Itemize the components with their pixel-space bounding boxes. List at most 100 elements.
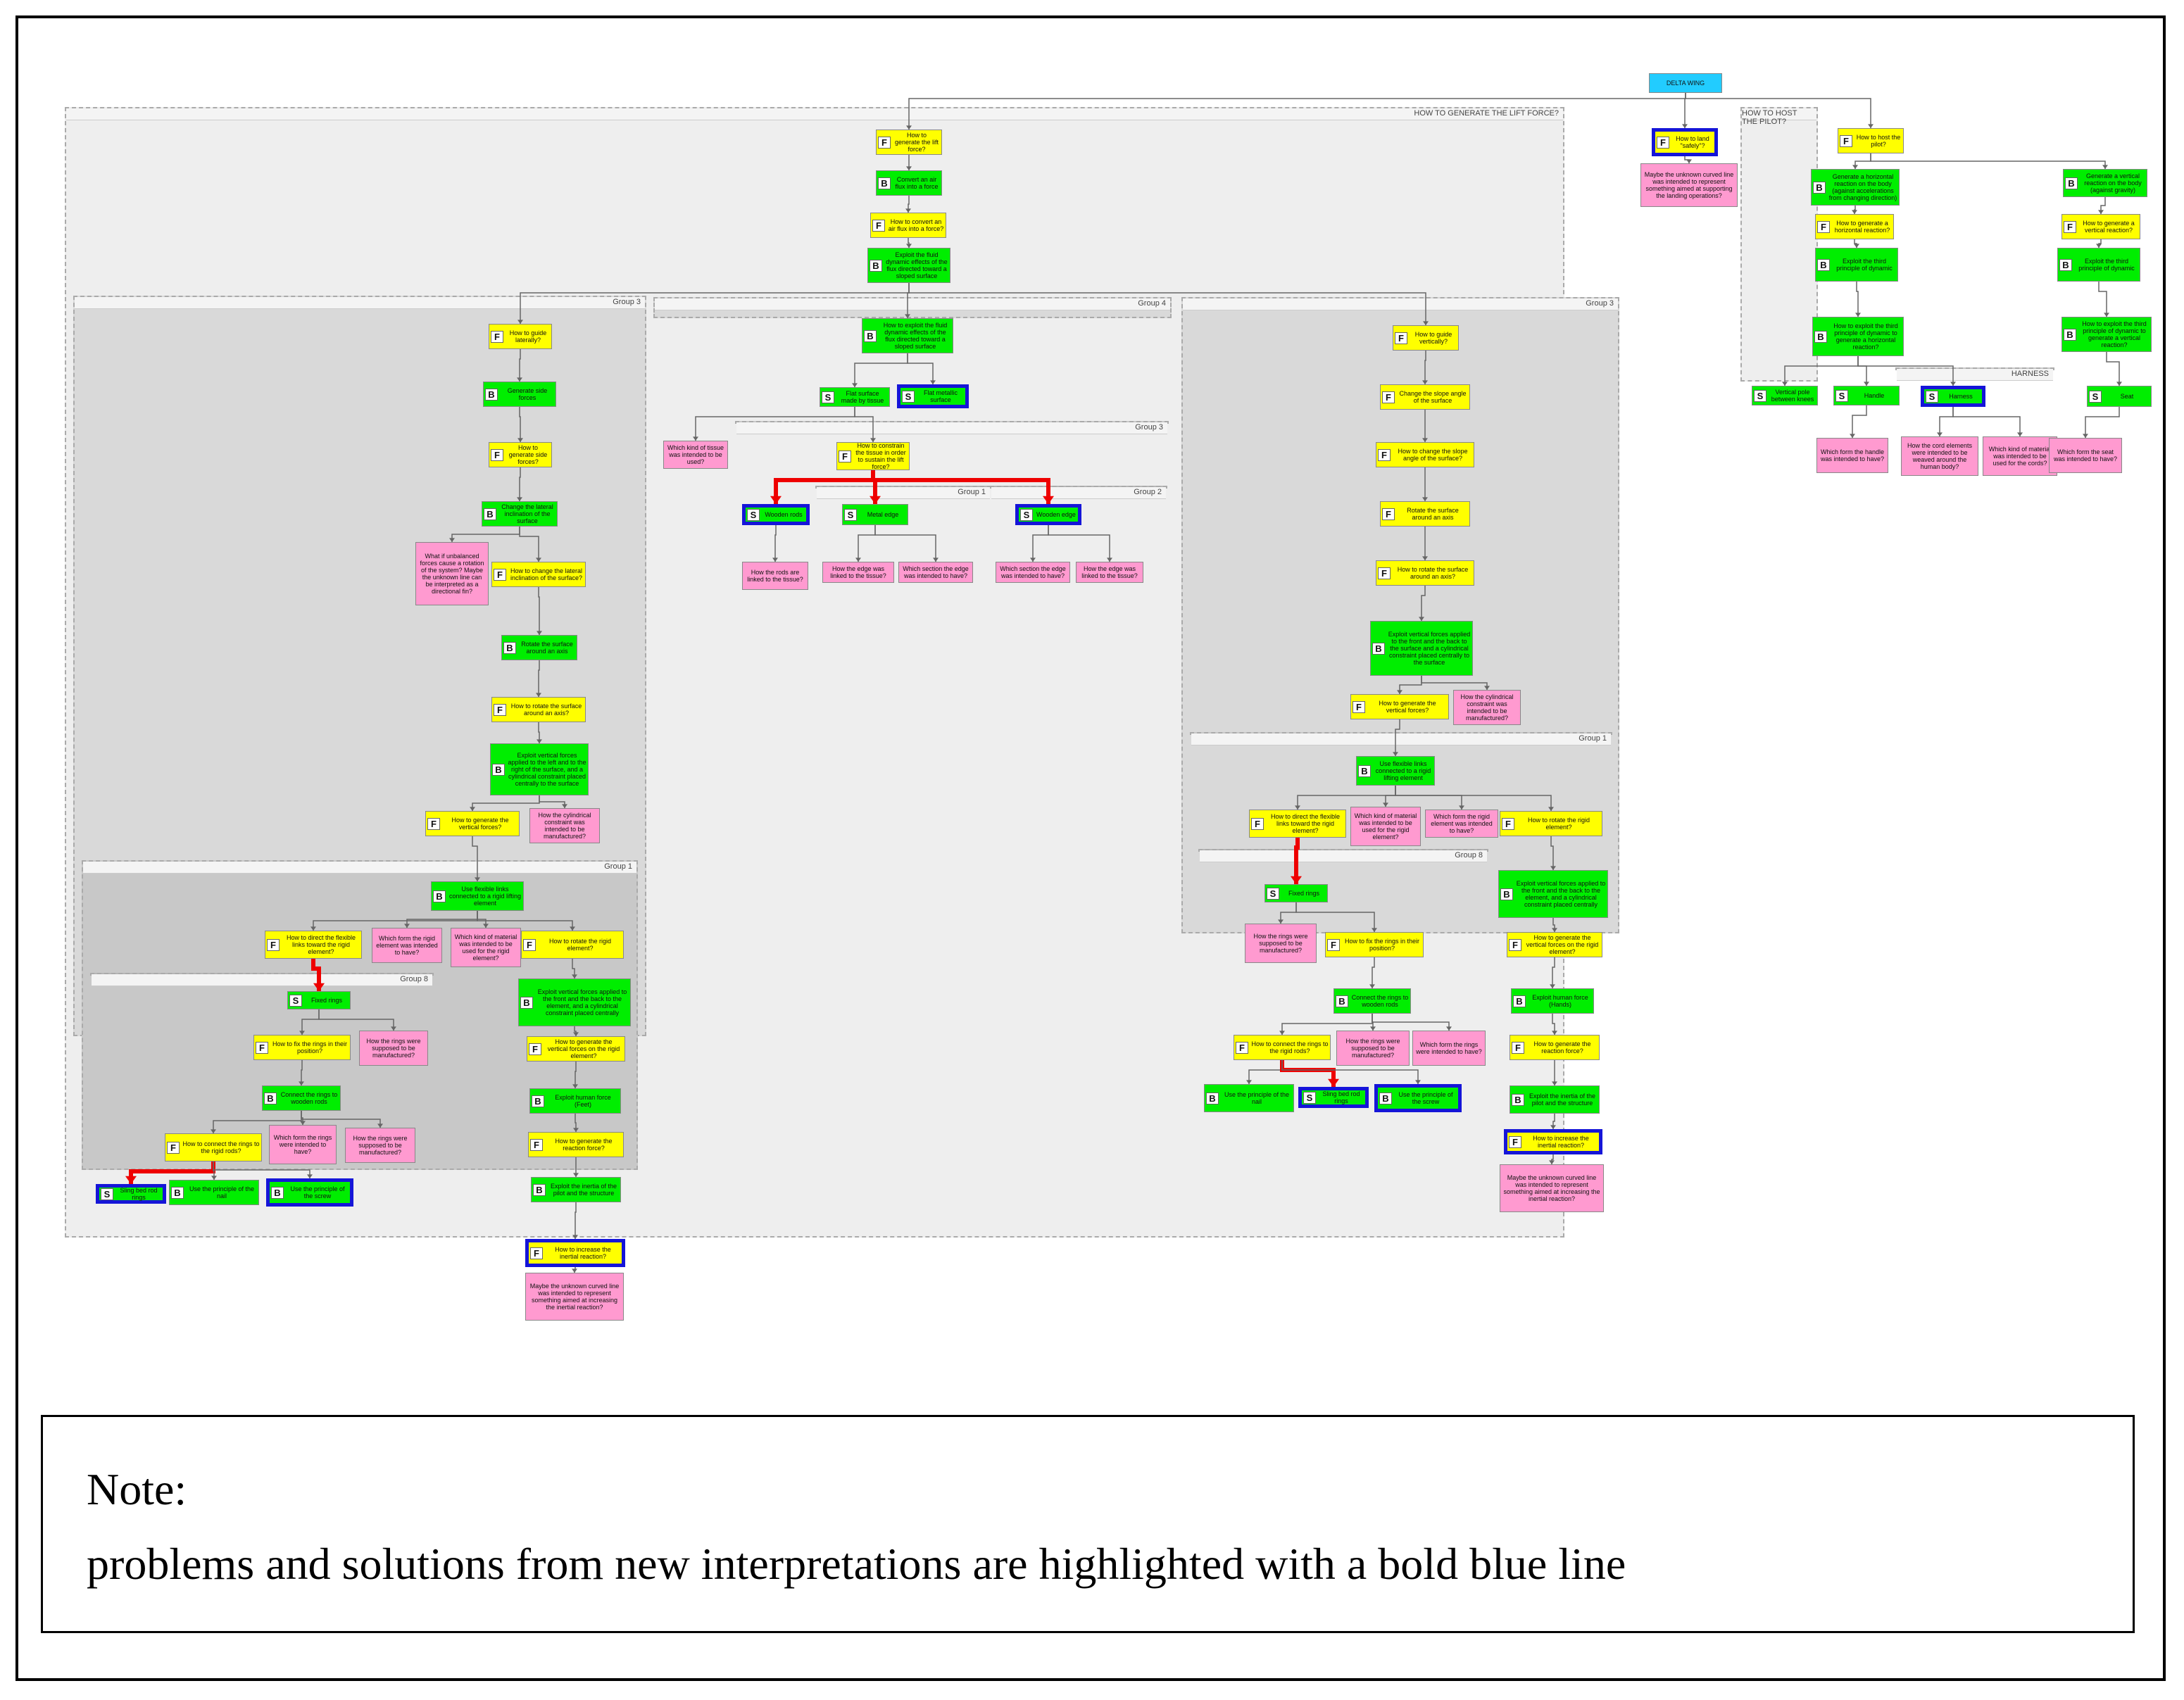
- node-gl14p: How the rings were supposed to be manufa…: [359, 1031, 428, 1066]
- group-header: [736, 422, 1167, 434]
- node-type-letter: F: [1382, 508, 1395, 520]
- node-type-letter: B: [533, 1183, 546, 1196]
- node-type-letter: F: [839, 450, 851, 462]
- arrowhead: [770, 496, 782, 504]
- arrowhead: [1107, 558, 1112, 562]
- node-text: Exploit the third principle of dynamic: [1836, 258, 1893, 272]
- arrowhead: [1295, 805, 1300, 810]
- node-text: How to rotate the rigid element?: [548, 938, 612, 952]
- node-type-letter: B: [1500, 888, 1513, 900]
- group-label: HOW TO HOST THE PILOT?: [1742, 109, 1797, 126]
- group-box-g8_right: Group 8: [1198, 849, 1488, 862]
- arrowhead: [572, 1084, 578, 1088]
- node-text: How to fix the rings in their position?: [1344, 938, 1420, 952]
- link: [575, 1114, 577, 1132]
- node-type-letter: S: [101, 1188, 113, 1200]
- node-type-letter: F: [427, 817, 440, 830]
- node-text: Exploit human force (Hands): [1532, 994, 1588, 1008]
- arrowhead: [1855, 313, 1861, 317]
- link: [406, 911, 478, 928]
- arrowhead: [1937, 432, 1943, 436]
- link: [1854, 153, 1871, 169]
- node-text: How to generate a vertical reaction?: [2083, 220, 2135, 234]
- arrowhead: [2102, 165, 2108, 169]
- node-text: How to exploit the third principle of dy…: [2082, 320, 2147, 348]
- group-header: [1742, 108, 1816, 120]
- node-r7p: How the cylindrical constraint was inten…: [1453, 690, 1521, 725]
- link: [477, 911, 573, 931]
- node-type-letter: F: [1353, 700, 1365, 713]
- link: [1372, 957, 1375, 988]
- group-label: Group 3: [613, 298, 641, 306]
- node-text: How to fix the rings in their position?: [272, 1040, 348, 1054]
- node-type-letter: S: [844, 508, 857, 521]
- node-type-letter: F: [494, 703, 506, 716]
- link: [539, 795, 565, 808]
- node-r21p: Maybe the unknown curved line was intend…: [1500, 1164, 1604, 1212]
- node-text: Generate side forces: [507, 387, 548, 401]
- arrowhead: [1852, 165, 1858, 169]
- node-type-letter: S: [747, 508, 760, 521]
- arrowhead: [211, 1129, 216, 1133]
- node-text: How to increase the inertial reaction?: [555, 1246, 611, 1260]
- arrowhead: [313, 983, 325, 991]
- group-header: [817, 487, 990, 499]
- node-text: Exploit vertical forces applied to the f…: [537, 988, 627, 1016]
- node-text: Flat metallic surface: [923, 389, 958, 403]
- node-type-letter: S: [902, 390, 915, 403]
- node-text: Sling bed rod rings: [120, 1187, 158, 1201]
- node-text: Exploit vertical forces applied to the f…: [1516, 880, 1606, 908]
- arrowhead: [2116, 382, 2122, 386]
- arrowhead: [1422, 556, 1428, 560]
- node-text: Change the lateral inclination of the su…: [501, 503, 553, 524]
- node-text: Harness: [1949, 393, 1973, 400]
- arrowhead: [1552, 928, 1557, 932]
- note-title: Note:: [87, 1464, 187, 1514]
- group-header: [991, 487, 1166, 499]
- node-type-letter: B: [1813, 181, 1826, 194]
- group-label: Group 2: [1134, 488, 1162, 496]
- arrowhead: [1550, 866, 1556, 870]
- node-gl9p: How the cylindrical constraint was inten…: [529, 808, 600, 843]
- node-type-letter: B: [171, 1186, 184, 1199]
- link: [1395, 786, 1462, 810]
- arrowhead: [1864, 382, 1869, 386]
- node-gl16p2: How the rings were supposed to be manufa…: [345, 1128, 415, 1163]
- node-type-letter: F: [1502, 817, 1514, 830]
- link: [1856, 282, 1859, 317]
- link: [1395, 719, 1400, 756]
- node-type-letter: B: [1513, 995, 1526, 1007]
- group-box-g8_left: Group 8: [90, 973, 434, 986]
- link: [213, 1161, 310, 1178]
- arrowhead: [2017, 432, 2023, 436]
- node-text: Wooden edge: [1036, 511, 1076, 518]
- node-type-letter: F: [256, 1041, 268, 1054]
- arrowhead: [572, 974, 577, 978]
- node-type-letter: F: [523, 938, 536, 951]
- arrowhead: [906, 244, 912, 248]
- arrowhead: [1552, 1081, 1557, 1085]
- arrowhead: [1552, 1031, 1557, 1035]
- node-type-letter: B: [1336, 995, 1348, 1007]
- group-box-g4: Group 4: [653, 297, 1172, 318]
- node-text: Convert an air flux into a force: [895, 176, 939, 190]
- arrowhead: [933, 558, 939, 562]
- node-text: How to generate the reaction force?: [1533, 1040, 1591, 1054]
- link: [1280, 902, 1297, 924]
- arrowhead: [475, 877, 480, 881]
- group-label: Group 1: [604, 862, 632, 871]
- arrowhead: [1328, 1078, 1339, 1087]
